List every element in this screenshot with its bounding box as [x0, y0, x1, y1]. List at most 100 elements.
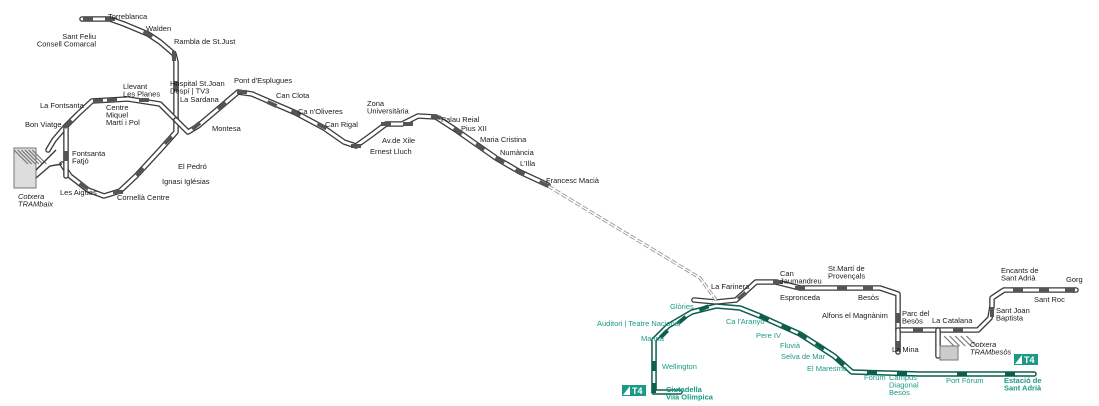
llevant-stop: [139, 98, 149, 102]
el-pedro-label: El Pedró: [178, 162, 207, 171]
les-aigues-label: Les Aigües: [60, 188, 97, 197]
la-mina-stop: [896, 341, 900, 351]
rambla-st-just-label: Rambla de St.Just: [174, 37, 236, 46]
el-maresme-label: El Maresme: [807, 364, 847, 373]
selva-de-mar-stop: [814, 341, 826, 351]
forum-stop: [867, 371, 877, 375]
depot-graphics: [13, 147, 977, 361]
fluvia-stop: [796, 331, 808, 341]
wellington-label: Wellington: [662, 362, 697, 371]
ca-noliveres-label: Ca n'Oliveres: [298, 107, 343, 116]
port-forum-label: Port Fòrum: [946, 376, 984, 385]
tram-tracks: [45, 16, 1079, 395]
bon-viatge-label: Bon Viatge: [25, 120, 62, 129]
numancia-label: Numància: [500, 148, 535, 157]
ciutadella-stop: [652, 383, 656, 393]
gorg-label: Gorg: [1066, 275, 1083, 284]
centre-miquel-stop: [107, 98, 117, 102]
la-fontsanta-stop: [93, 99, 103, 103]
hospital-st-joan-stop: [174, 81, 178, 91]
palau-reial-stop: [430, 114, 442, 120]
station-stops: [63, 17, 1075, 393]
el-pedro-stop: [163, 135, 173, 145]
ca-laranyo-stop: [758, 314, 770, 322]
glories-stop: [698, 304, 710, 312]
numancia-stop: [494, 155, 506, 165]
can-rigal-stop: [316, 121, 328, 131]
alfons-magnanim-stop: [896, 313, 900, 323]
pere-iv-label: Pere IV: [756, 331, 781, 340]
encants-stop: [1013, 288, 1023, 292]
sant-roc-stop: [1039, 288, 1049, 292]
ignasi-iglesias-stop: [135, 167, 145, 177]
av-xile-label: Av.de Xile: [382, 136, 415, 145]
forum-label: Fòrum: [864, 373, 886, 382]
besos-label: Besòs: [858, 293, 879, 302]
port-forum-stop: [957, 372, 967, 376]
montesa-label: Montesa: [212, 124, 242, 133]
pere-iv-stop: [780, 324, 792, 332]
selva-de-mar-label: Selva de Mar: [781, 352, 826, 361]
can-clota-label: Can Clota: [276, 91, 310, 100]
les-aigues-stop: [78, 181, 90, 191]
sant-roc-label: Sant Roc: [1034, 295, 1065, 304]
fontsanta-fatjo-stop: [64, 151, 68, 161]
auditori-stop: [676, 315, 688, 325]
bon-viatge-stop: [63, 119, 73, 129]
pont-esplugues-stop: [237, 90, 247, 94]
gorg-stop: [1065, 288, 1075, 292]
la-fontsanta-label: La Fontsanta: [40, 101, 85, 110]
t4-line-badge: T4: [622, 385, 646, 396]
can-jaumandreu-stop: [773, 280, 783, 284]
alfons-magnanim-label: Alfons el Magnànim: [822, 311, 888, 320]
sant-feliu-stop: [83, 17, 93, 21]
ernest-lluch-label: Ernest Lluch: [370, 147, 412, 156]
walden-stop: [142, 29, 154, 39]
maria-cristina-stop: [474, 142, 486, 152]
st-marti-stop: [837, 286, 847, 290]
sant-joan-baptista-stop: [990, 307, 994, 317]
la-farinera-label: La Farinera: [711, 282, 750, 291]
francesc-macia-stop: [538, 180, 550, 188]
cornella-centre-label: Cornellà Centre: [117, 193, 170, 202]
cornella-centre-stop: [113, 190, 123, 194]
walden-label: Walden: [146, 24, 171, 33]
maria-cristina-label: Maria Cristina: [480, 135, 527, 144]
montesa-stop: [190, 121, 202, 131]
la-sardana-label: La Sardana: [180, 95, 220, 104]
marina-label: Marina: [641, 334, 665, 343]
ca-laranyo-label: Ca l'Aranyó: [726, 317, 765, 326]
fluvia-label: Fluvià: [780, 341, 801, 350]
estacio-sant-adria-stop: [1005, 372, 1015, 376]
can-clota-stop: [266, 100, 278, 108]
torreblanca-stop: [105, 17, 115, 21]
t4-line-badge: T4: [1014, 354, 1038, 365]
auditori-label: Auditori | Teatre Nacional: [597, 319, 681, 328]
besos-stop: [863, 286, 873, 290]
la-catalana-label: La Catalana: [932, 316, 973, 325]
svg-text:T4: T4: [632, 386, 643, 396]
ernest-lluch-stop: [351, 144, 361, 148]
zona-universitaria-stop: [403, 122, 413, 126]
pont-esplugues-label: Pont d'Esplugues: [234, 76, 292, 85]
can-rigal-label: Can Rigal: [325, 120, 358, 129]
el-maresme-stop: [834, 357, 846, 367]
la-mina-label: La Mina: [892, 345, 920, 354]
svg-text:T4: T4: [1024, 355, 1035, 365]
